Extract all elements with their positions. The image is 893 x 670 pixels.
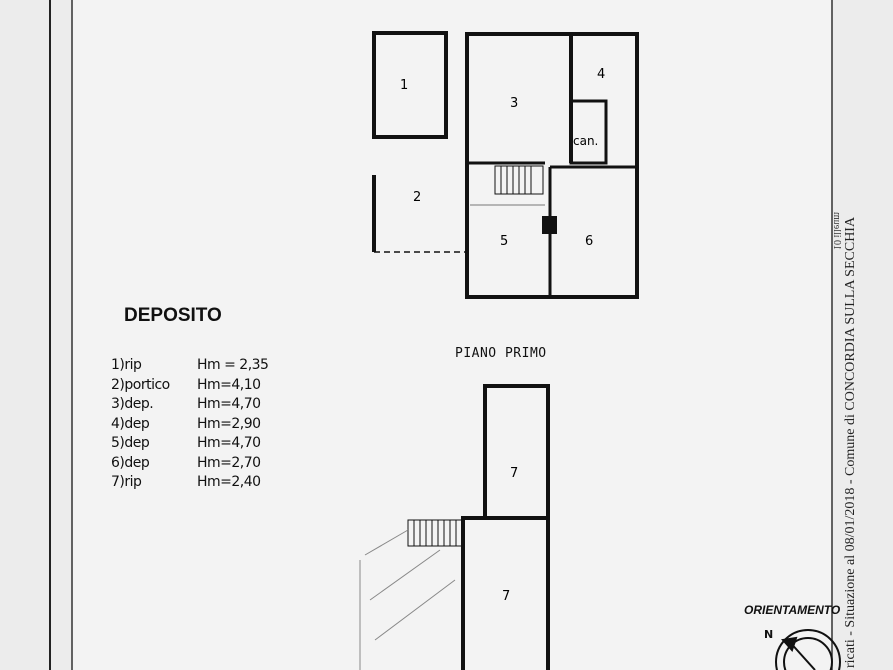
ground-floor-plan bbox=[372, 31, 639, 299]
legend-row: 1)rip Hm = 2,35 bbox=[111, 356, 269, 376]
page-title: DEPOSITO bbox=[124, 305, 222, 326]
legend-room: 6)dep bbox=[111, 454, 150, 471]
room-label-4: 4 bbox=[597, 67, 605, 82]
legend-room: 5)dep bbox=[111, 435, 150, 451]
legend-height: Hm=2,90 bbox=[197, 415, 261, 432]
legend-height: Hm=4,70 bbox=[197, 435, 261, 451]
legend-room: 4)dep bbox=[111, 415, 150, 432]
legend-room: 2)portico bbox=[111, 376, 170, 393]
legend-height: Hm=2,70 bbox=[197, 454, 261, 471]
sheet-area bbox=[72, 0, 832, 670]
legend-row: 4)dep Hm=2,90 bbox=[111, 415, 268, 435]
room-label-5: 5 bbox=[500, 234, 508, 249]
ground-floor-room-labels: 1 2 3 4 can. 5 6 7 7 bbox=[400, 67, 605, 604]
legend-row: 5)dep Hm=4,70 bbox=[111, 434, 268, 454]
room-1-walls bbox=[372, 31, 448, 139]
legend-row: 3)dep. Hm=4,70 bbox=[111, 395, 268, 415]
legend-room: 3)dep. bbox=[111, 396, 154, 412]
legend-row: 2)portico Hm=4,10 bbox=[111, 376, 268, 396]
compass-rose bbox=[775, 629, 841, 670]
can-room-walls bbox=[569, 99, 608, 165]
legend-height: Hm = 2,35 bbox=[197, 357, 269, 373]
room-label-1: 1 bbox=[400, 78, 408, 93]
pillar bbox=[542, 216, 557, 234]
orientation-label: ORIENTAMENTO bbox=[744, 603, 841, 617]
room-height-legend: 1)rip Hm = 2,35 2)portico Hm=4,10 3)dep. Hm… bbox=[111, 356, 269, 493]
legend-row: 7)rip Hm=2,40 bbox=[111, 473, 268, 493]
legend-height: Hm=4,10 bbox=[197, 376, 261, 393]
first-floor-label: PIANO PRIMO bbox=[455, 346, 547, 361]
side-note: ricati - Situazione al 08/01/2018 - Comu… bbox=[843, 216, 858, 668]
north-label: N bbox=[764, 628, 774, 641]
legend-height: Hm=4,70 bbox=[197, 396, 261, 412]
stairs-ground bbox=[470, 165, 545, 206]
first-floor-plan bbox=[461, 384, 550, 670]
stairs-first bbox=[359, 519, 463, 670]
room-label-7-upper: 7 bbox=[510, 466, 518, 481]
room-label-can: can. bbox=[573, 134, 598, 148]
legend-room: 1)rip bbox=[111, 357, 142, 373]
room-label-6: 6 bbox=[585, 234, 593, 249]
side-note-mirrored: 10 illeum bbox=[831, 211, 842, 250]
room-label-2: 2 bbox=[413, 190, 421, 205]
legend-height: Hm=2,40 bbox=[197, 474, 261, 490]
legend-row: 6)dep Hm=2,70 bbox=[111, 454, 268, 474]
legend-room: 7)rip bbox=[111, 474, 142, 490]
room-label-3: 3 bbox=[510, 96, 518, 111]
room-label-7-lower: 7 bbox=[502, 589, 510, 604]
